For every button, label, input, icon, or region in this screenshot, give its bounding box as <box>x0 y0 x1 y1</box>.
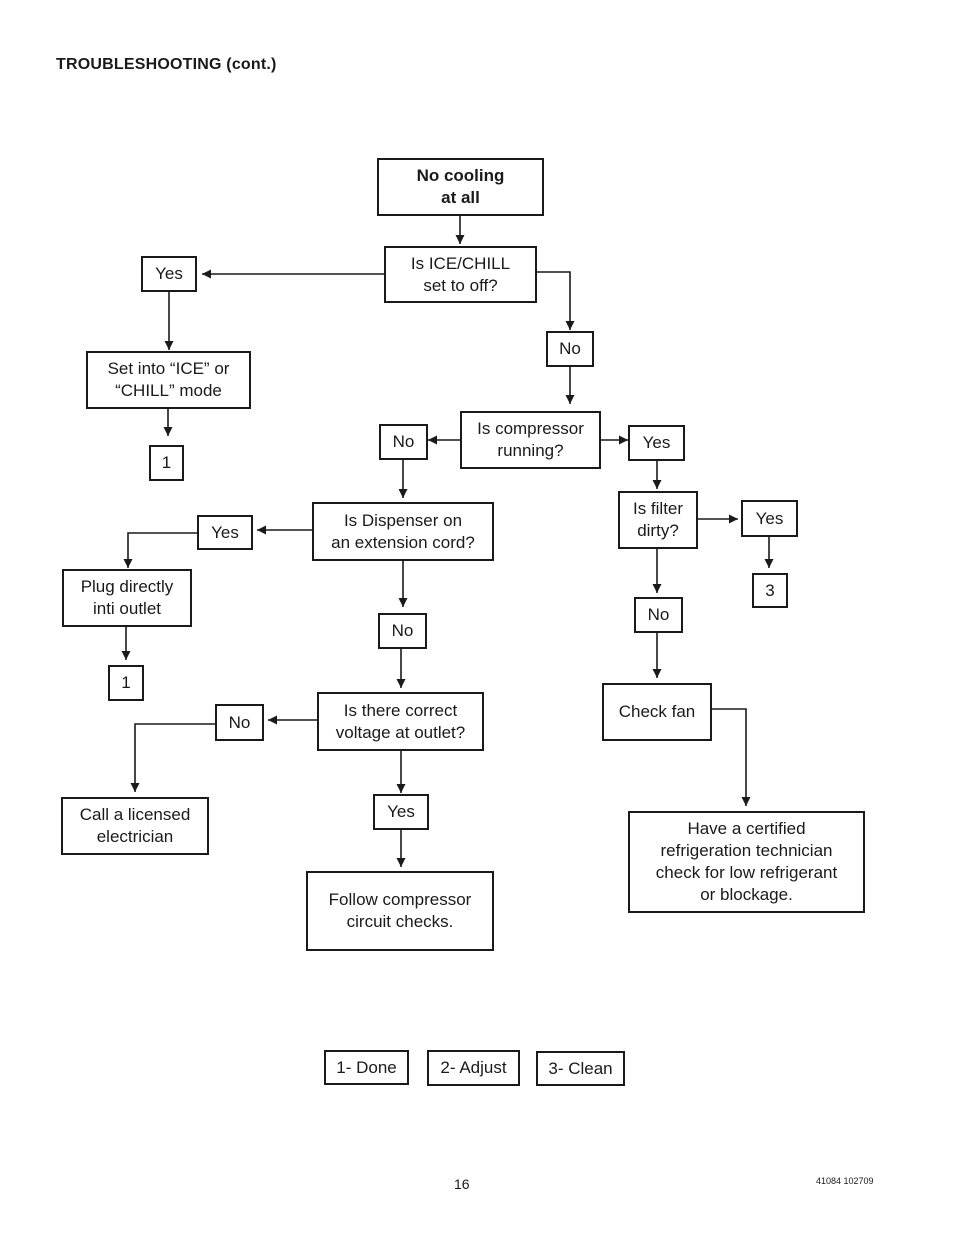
connector-yes-to-plug <box>123 532 197 568</box>
node-follow-compressor-checks: Follow compressor circuit checks. <box>306 871 494 951</box>
node-filter-question: Is filter dirty? <box>618 491 698 549</box>
label-yes-filter: Yes <box>741 500 798 537</box>
node-check-fan: Check fan <box>602 683 712 741</box>
legend-clean: 3- Clean <box>536 1051 625 1086</box>
node-dispenser-question: Is Dispenser on an extension cord? <box>312 502 494 561</box>
label-yes-dispenser: Yes <box>197 515 253 550</box>
node-call-electrician: Call a licensed electrician <box>61 797 209 855</box>
node-compressor-question: Is compressor running? <box>460 411 601 469</box>
ref-done-1a: 1 <box>149 445 184 481</box>
label-yes-voltage: Yes <box>373 794 429 830</box>
node-certified-technician: Have a certified refrigeration technicia… <box>628 811 865 913</box>
legend-done: 1- Done <box>324 1050 409 1085</box>
document-id: 41084 102709 <box>816 1176 874 1186</box>
label-no-ice-chill: No <box>546 331 594 367</box>
label-no-voltage: No <box>215 704 264 741</box>
connector-check-fan-to-technician <box>712 708 751 806</box>
node-plug-directly: Plug directly inti outlet <box>62 569 192 627</box>
label-yes-compressor: Yes <box>628 425 685 461</box>
ref-done-1b: 1 <box>108 665 144 701</box>
node-voltage-question: Is there correct voltage at outlet? <box>317 692 484 751</box>
label-no-compressor: No <box>379 424 428 460</box>
page-title: TROUBLESHOOTING (cont.) <box>56 56 277 73</box>
label-no-dispenser: No <box>378 613 427 649</box>
page-number: 16 <box>454 1176 470 1192</box>
label-yes-ice-chill: Yes <box>141 256 197 292</box>
legend-adjust: 2- Adjust <box>427 1050 520 1086</box>
label-no-filter: No <box>634 597 683 633</box>
node-set-ice-chill-mode: Set into “ICE” or “CHILL” mode <box>86 351 251 409</box>
node-ice-chill-question: Is ICE/CHILL set to off? <box>384 246 537 303</box>
connector-no-to-electrician <box>130 723 215 792</box>
connector-ice-chill-to-no <box>537 271 575 330</box>
node-no-cooling: No cooling at all <box>377 158 544 216</box>
ref-clean-3: 3 <box>752 573 788 608</box>
